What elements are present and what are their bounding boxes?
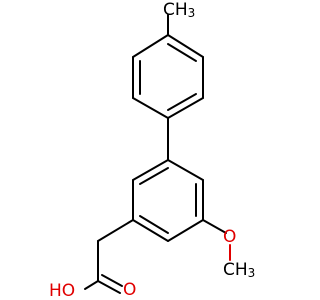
bond-carboxyl-to-oh xyxy=(84,280,99,290)
bond-carbonyl-1 xyxy=(97,280,121,294)
bond-carbonyl-2 xyxy=(101,274,123,287)
hydroxyl-label: HO xyxy=(49,281,75,300)
chemical-structure-diagram: CH3 O CH3 O HO xyxy=(49,0,255,300)
methyl-label-top: CH3 xyxy=(163,0,195,20)
bond-ring-to-methoxy-o xyxy=(202,219,227,234)
phenylacetic-ring xyxy=(132,159,204,242)
methoxy-oxygen-label: O xyxy=(223,227,236,247)
methoxy-methyl-label: CH3 xyxy=(223,260,255,280)
tolyl-ring xyxy=(132,34,204,119)
bond-ring-to-ch2 xyxy=(97,219,134,242)
carbonyl-oxygen-label: O xyxy=(123,280,136,300)
